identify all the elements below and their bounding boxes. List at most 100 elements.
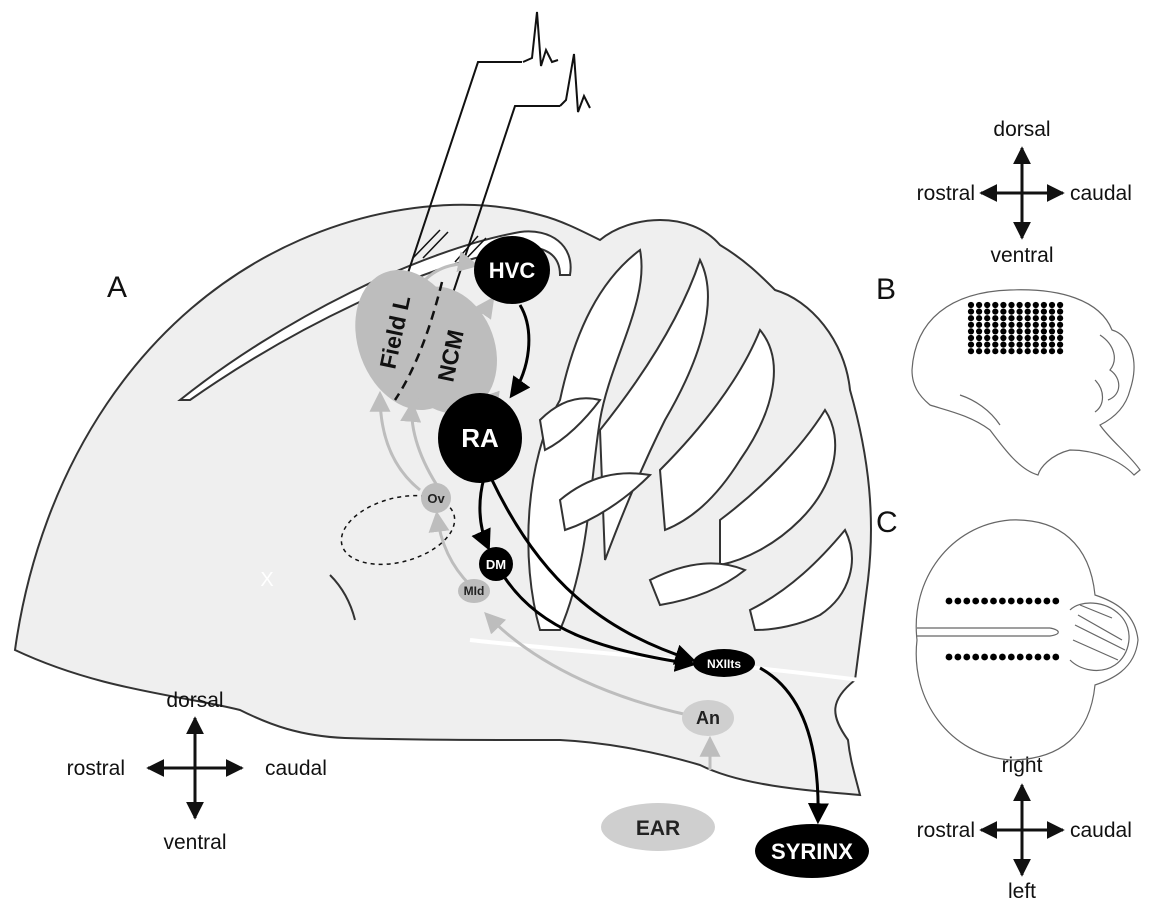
electrode-dot	[1017, 315, 1023, 321]
electrode-dot	[1025, 322, 1031, 328]
electrode-dot	[1033, 309, 1039, 315]
electrode-dot	[1025, 335, 1031, 341]
compass-top-ventral: ventral	[990, 244, 1053, 267]
electrode-dot	[976, 342, 982, 348]
electrode-dot	[984, 342, 990, 348]
electrode-dot	[1008, 315, 1014, 321]
electrode-dot	[1017, 322, 1023, 328]
electrode-dot	[1049, 315, 1055, 321]
electrode-dot	[984, 309, 990, 315]
electrode-dot	[1057, 302, 1063, 308]
an-label: An	[696, 708, 720, 728]
electrode-dot	[976, 309, 982, 315]
electrode-dot	[1049, 348, 1055, 354]
electrode-dot	[1033, 315, 1039, 321]
electrode-dot	[992, 315, 998, 321]
syrinx-label: SYRINX	[771, 839, 853, 864]
electrode-dot	[992, 309, 998, 315]
electrode-dot	[1008, 335, 1014, 341]
electrode-dot	[1000, 309, 1006, 315]
electrode-dot	[1049, 309, 1055, 315]
electrode-dot	[1057, 315, 1063, 321]
electrode-dot	[972, 598, 979, 605]
compass-top-caudal: caudal	[1070, 182, 1132, 205]
electrode-dot	[976, 328, 982, 334]
panel-a-label: A	[107, 271, 127, 304]
compass-c-left: left	[1008, 880, 1036, 903]
electrode-dot	[1035, 598, 1042, 605]
electrode-dot	[1008, 348, 1014, 354]
panel-c-electrode-rows	[946, 598, 1060, 661]
electrode-dot	[1041, 309, 1047, 315]
electrode-dot	[976, 315, 982, 321]
electrode-dot	[1052, 654, 1059, 661]
electrode-dot	[1000, 315, 1006, 321]
electrode-dot	[1025, 342, 1031, 348]
electrode-dot	[1033, 348, 1039, 354]
electrode-dot	[1041, 342, 1047, 348]
electrode-dot	[1052, 598, 1059, 605]
electrode-dot	[968, 342, 974, 348]
electrode-dot	[981, 598, 988, 605]
electrode-dot	[1033, 342, 1039, 348]
electrode-dot	[1057, 335, 1063, 341]
electrode-dot	[1033, 328, 1039, 334]
electrode-dot	[992, 335, 998, 341]
electrode-dot	[968, 328, 974, 334]
panel-b-label: B	[876, 273, 896, 306]
electrode-dot	[984, 302, 990, 308]
electrode-dot	[976, 348, 982, 354]
electrode-dot	[1025, 309, 1031, 315]
electrode-dot	[1041, 328, 1047, 334]
electrode-dot	[992, 348, 998, 354]
electrode-dot	[1049, 302, 1055, 308]
electrode-dot	[968, 302, 974, 308]
electrode-dot	[992, 342, 998, 348]
electrode-dot	[1041, 302, 1047, 308]
electrode-dot	[1000, 335, 1006, 341]
electrode-dot	[1044, 654, 1051, 661]
electrode-dot	[1008, 654, 1015, 661]
electrode-dot	[992, 302, 998, 308]
electrode-dot	[976, 322, 982, 328]
electrode-dot	[1033, 335, 1039, 341]
electrode-dot	[968, 309, 974, 315]
electrode-dot	[1008, 598, 1015, 605]
electrode-dot	[1000, 348, 1006, 354]
dm-label: DM	[486, 557, 506, 572]
electrode-dot	[1000, 302, 1006, 308]
compass-c-rostral: rostral	[917, 819, 975, 842]
compass-a-caudal: caudal	[265, 757, 327, 780]
compass-a	[148, 718, 242, 818]
electrode-dot	[1000, 342, 1006, 348]
electrode-dot	[976, 335, 982, 341]
nxii-label: NXIIts	[707, 657, 741, 671]
panel-c-label: C	[876, 506, 898, 539]
mld-label: MId	[464, 584, 485, 598]
electrode-dot	[946, 598, 953, 605]
electrode-dot	[1049, 328, 1055, 334]
compass-c-caudal: caudal	[1070, 819, 1132, 842]
electrode-dot	[992, 328, 998, 334]
electrode-dot	[984, 322, 990, 328]
compass-top-dorsal: dorsal	[993, 118, 1050, 141]
electrode-dot	[981, 654, 988, 661]
electrode-dot	[1017, 302, 1023, 308]
electrode-dot	[946, 654, 953, 661]
electrode-dot	[984, 335, 990, 341]
electrode-dot	[963, 654, 970, 661]
compass-c	[981, 785, 1063, 875]
compass-top	[981, 148, 1063, 238]
electrode-dot	[1035, 654, 1042, 661]
electrode-dot	[1017, 654, 1024, 661]
electrode-dot	[968, 315, 974, 321]
electrode-dot	[1025, 328, 1031, 334]
electrode-dot	[990, 654, 997, 661]
electrode-dot	[1057, 309, 1063, 315]
electrode-dot	[1025, 302, 1031, 308]
electrode-dot	[1017, 598, 1024, 605]
ov-label: Ov	[427, 491, 445, 506]
electrode-dot	[1025, 315, 1031, 321]
electrode-dot	[1017, 348, 1023, 354]
